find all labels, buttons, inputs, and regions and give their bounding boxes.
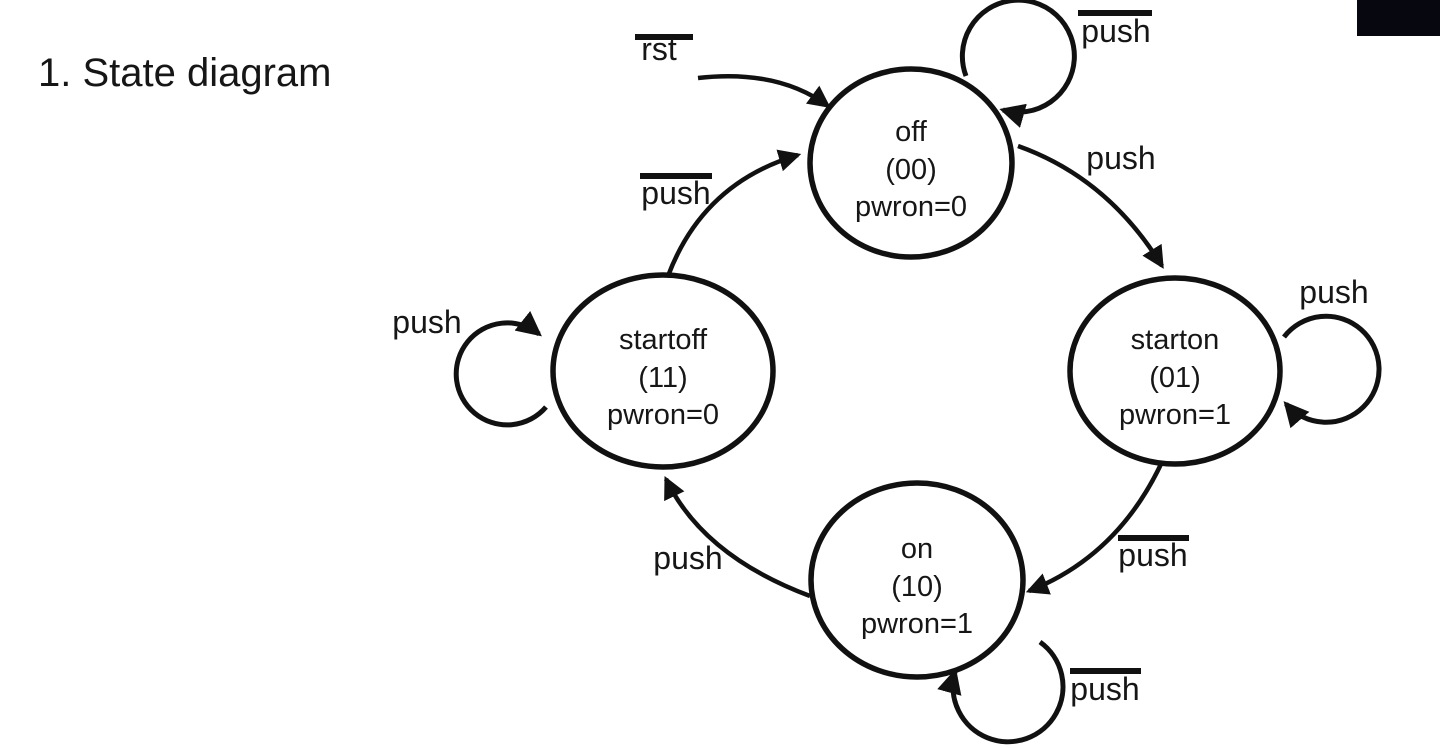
transition-off-self-loop: push xyxy=(959,0,1152,128)
state-code: (00) xyxy=(885,154,937,186)
state-name: on xyxy=(901,533,933,565)
state-code: (10) xyxy=(891,571,943,603)
state-code: (01) xyxy=(1149,362,1201,394)
state-off: off (00) pwron=0 xyxy=(807,66,1015,260)
state-output: pwron=1 xyxy=(1119,399,1231,431)
page-title: 1. State diagram xyxy=(38,51,332,95)
edge-label-push: push xyxy=(653,540,722,576)
state-startoff: startoff (11) pwron=0 xyxy=(550,272,776,470)
transition-starton-self-loop: push xyxy=(1282,274,1382,429)
transition-off-to-starton: push xyxy=(1017,140,1164,269)
transition-starton-to-on: push xyxy=(1025,461,1189,595)
transition-on-to-startoff: push xyxy=(653,475,811,599)
edge-label-push: push xyxy=(392,304,461,340)
transition-reset-to-off: rst xyxy=(635,31,831,109)
state-starton: starton (01) pwron=1 xyxy=(1067,275,1283,467)
edge-label-push: push xyxy=(1081,13,1150,49)
edge-label-rst: rst xyxy=(641,31,677,67)
edge-label-push: push xyxy=(1086,140,1155,176)
state-name: off xyxy=(895,116,928,148)
corner-media-fragment xyxy=(1357,0,1440,36)
transition-on-self-loop: push xyxy=(937,639,1141,745)
edge-label-push: push xyxy=(1070,671,1139,707)
transition-startoff-self-loop: push xyxy=(392,304,548,428)
edge-label-push: push xyxy=(1118,537,1187,573)
state-name: starton xyxy=(1131,324,1220,356)
state-on: on (10) pwron=1 xyxy=(808,480,1026,680)
state-output: pwron=1 xyxy=(861,608,973,640)
state-output: pwron=0 xyxy=(855,191,967,223)
state-name: startoff xyxy=(619,324,708,356)
state-code: (11) xyxy=(638,362,687,394)
transition-startoff-to-off: push xyxy=(640,149,802,277)
state-output: pwron=0 xyxy=(607,399,719,431)
edge-label-push: push xyxy=(641,175,710,211)
edge-label-push: push xyxy=(1299,274,1368,310)
